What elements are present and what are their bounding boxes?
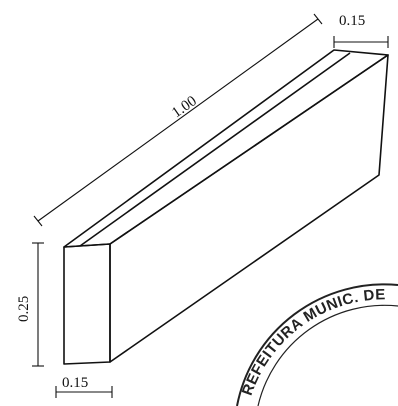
top-width-label: 0.15 xyxy=(339,13,365,29)
top-edge-ridge xyxy=(79,52,351,247)
length-dimension: 1.00 xyxy=(33,13,323,227)
side-face xyxy=(109,54,389,363)
bottom-width-dimension: 0.15 xyxy=(55,375,113,398)
concrete-block xyxy=(63,49,389,365)
top-face xyxy=(63,49,389,248)
height-dimension: 0.25 xyxy=(16,242,44,367)
height-label: 0.25 xyxy=(16,296,32,322)
front-face xyxy=(63,243,111,365)
top-width-dimension: 0.15 xyxy=(333,13,389,48)
bottom-width-label: 0.15 xyxy=(62,375,88,391)
length-label: 1.00 xyxy=(169,93,200,121)
municipal-stamp: REFEITURA MUNIC. DE xyxy=(236,283,398,406)
